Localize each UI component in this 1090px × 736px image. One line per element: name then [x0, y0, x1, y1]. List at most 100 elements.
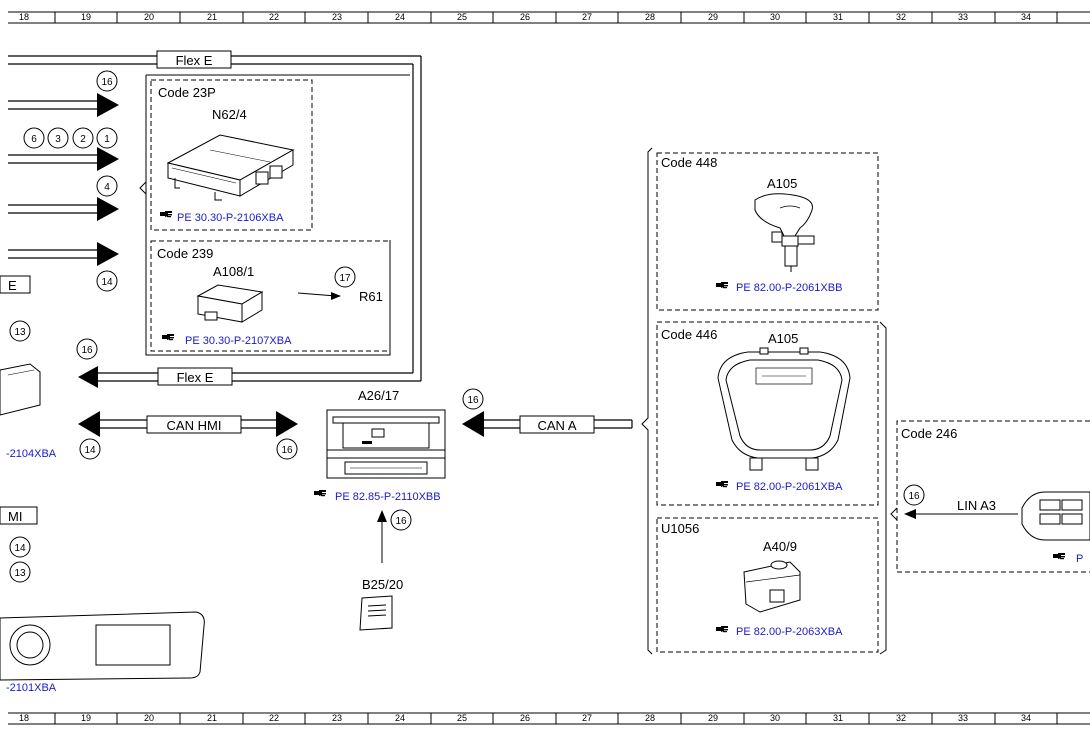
left-partial-labels: E MI [0, 275, 38, 525]
component-n62-4: N62/4 [212, 107, 247, 122]
a108-1-module-icon [196, 284, 264, 323]
circle-number: 16 [81, 345, 93, 356]
circle-number: 14 [14, 543, 26, 554]
ruler-number: 34 [1021, 12, 1031, 22]
ruler-number: 22 [269, 713, 279, 723]
ruler-number: 20 [144, 12, 154, 22]
component-a108-1: A108/1 [213, 264, 254, 279]
ruler-number: 18 [19, 713, 29, 723]
ref-a40-9[interactable]: PE 82.00-P-2063XBA [736, 626, 843, 638]
circle-number: 1 [104, 134, 110, 145]
ruler-number: 26 [520, 713, 530, 723]
component-a105-top: A105 [767, 176, 797, 191]
ruler-number: 21 [207, 12, 217, 22]
instrument-cluster-icon [0, 611, 205, 681]
can-hmi-bus: CAN HMI [78, 411, 298, 437]
bottom-ruler: 18 19 20 21 22 23 24 25 26 27 28 29 30 3… [8, 712, 1090, 725]
ruler-number: 29 [708, 12, 718, 22]
ref-a105-top[interactable]: PE 82.00-P-2061XBB [736, 282, 842, 294]
ruler-number: 27 [582, 12, 592, 22]
ref-a26-17[interactable]: PE 82.85-P-2110XBB [335, 491, 441, 503]
a26-17-component: A26/17 PE 82.85-P-2110XBB [314, 388, 446, 563]
partial-label-mi: MI [8, 509, 22, 524]
ruler-number: 23 [332, 713, 342, 723]
partial-label-e: E [8, 278, 17, 293]
ruler-number: 31 [833, 12, 843, 22]
camera-module-icon [743, 560, 801, 613]
circle-number: 16 [908, 491, 920, 502]
ref-partial-right[interactable]: P [1076, 553, 1083, 565]
ruler-number: 23 [332, 12, 342, 22]
ref-a105-mid[interactable]: PE 82.00-P-2061XBA [736, 481, 843, 493]
pointer-icon [314, 490, 326, 497]
circle-number: 13 [14, 568, 26, 579]
circle-number: 2 [80, 134, 86, 145]
circle-number: 14 [101, 277, 113, 288]
ruler-number: 21 [207, 713, 217, 723]
reference-circles-left: 16 6 3 2 1 4 14 13 16 14 16 16 16 17 14 … [9, 70, 925, 583]
can-a-bus: CAN A [462, 411, 633, 437]
circle-number: 16 [395, 516, 407, 527]
ruler-number: 33 [958, 12, 968, 22]
circle-number: 6 [31, 134, 37, 145]
ref-n62-4[interactable]: PE 30.30-P-2106XBA [177, 212, 284, 224]
ruler-number: 22 [269, 12, 279, 22]
top-ruler: 18 19 20 21 22 23 24 25 26 27 28 29 30 3… [8, 11, 1090, 24]
circle-number: 17 [339, 273, 351, 284]
group-label-u1056: U1056 [661, 521, 699, 536]
ruler-number: 29 [708, 713, 718, 723]
right-bracket [641, 147, 887, 655]
can-a-label: CAN A [537, 418, 576, 433]
ruler-number: 30 [770, 713, 780, 723]
circle-number: 16 [467, 395, 479, 406]
group-code-448: Code 448 A105 PE 82.00-P-2061XBB [656, 152, 879, 311]
component-a26-17: A26/17 [358, 388, 399, 403]
pointer-icon [1053, 553, 1065, 560]
lin-a3-label: LIN A3 [957, 498, 996, 513]
pointer-icon [162, 334, 174, 341]
group-code-446: Code 446 A105 PE 82.00-P-2061XBA [656, 321, 879, 506]
ruler-number: 30 [770, 12, 780, 22]
flex-e-bus: Flex E Flex E [8, 50, 422, 388]
ref-left-2[interactable]: -2101XBA [6, 682, 57, 694]
left-input-arrows [8, 93, 119, 266]
console-panel-icon [717, 347, 851, 471]
circle-number: 3 [55, 134, 61, 145]
ruler-number: 19 [81, 713, 91, 723]
ruler-number: 25 [457, 12, 467, 22]
group-label-code-239: Code 239 [157, 246, 213, 261]
ruler-number: 28 [645, 12, 655, 22]
pointer-icon [160, 211, 172, 218]
group-label-code-448: Code 448 [661, 155, 717, 170]
circle-number: 14 [84, 445, 96, 456]
b25-20-component: B25/20 [359, 577, 403, 631]
ruler-number: 27 [582, 713, 592, 723]
ref-left-1[interactable]: -2104XBA [6, 448, 57, 460]
ref-a108-1[interactable]: PE 30.30-P-2107XBA [185, 335, 292, 347]
ruler-number: 33 [958, 713, 968, 723]
left-device-icon [0, 363, 41, 416]
pointer-icon [716, 481, 728, 488]
flex-e-label-bottom: Flex E [177, 370, 214, 385]
ruler-number: 32 [896, 12, 906, 22]
group-code-23p: Code 23P N62/4 PE 30.30-P-2106XBA Code 2… [139, 74, 410, 356]
b25-20-sensor-icon [359, 595, 393, 631]
component-a105-mid: A105 [768, 331, 798, 346]
ruler-number: 31 [833, 713, 843, 723]
circle-number: 16 [281, 445, 293, 456]
ruler-number: 24 [395, 713, 405, 723]
ruler-number: 34 [1021, 713, 1031, 723]
component-a40-9: A40/9 [763, 539, 797, 554]
pointer-icon [716, 282, 728, 289]
a26-17-unit-icon [326, 409, 446, 479]
ruler-number: 32 [896, 713, 906, 723]
ruler-number: 28 [645, 713, 655, 723]
circle-number: 16 [101, 77, 113, 88]
ruler-number: 18 [19, 12, 29, 22]
group-label-code-246: Code 246 [901, 426, 957, 441]
switch-panel-icon [1021, 491, 1090, 541]
circle-number: 4 [104, 182, 110, 193]
ruler-number: 25 [457, 713, 467, 723]
group-label-code-23p: Code 23P [158, 85, 216, 100]
